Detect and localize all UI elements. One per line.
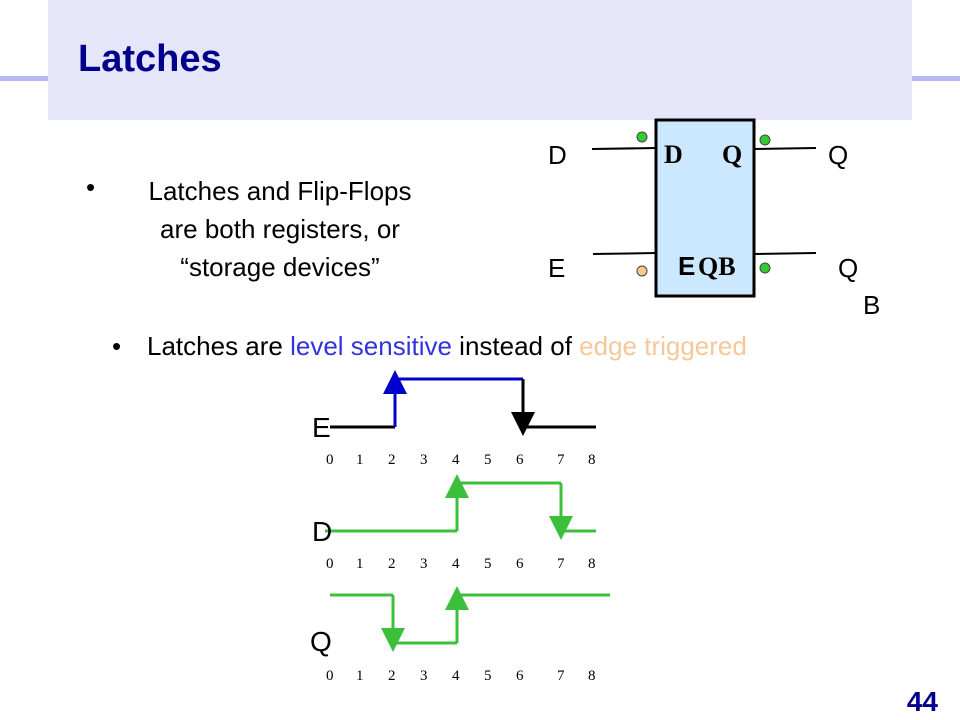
bullet-2-text: Latches are: [147, 331, 291, 361]
wave-d: [325, 474, 596, 540]
signal-label-q: Q: [310, 626, 332, 657]
tick-label: 4: [452, 668, 460, 684]
output-label-q: Q: [828, 140, 849, 170]
pin-qb: QB: [698, 252, 736, 281]
qb-wire: [753, 252, 817, 255]
e-wire: [592, 252, 657, 255]
wave-q: [330, 586, 610, 652]
tick-label: 6: [516, 452, 524, 468]
bullet-2: Latches are level sensitive instead of e…: [147, 331, 747, 362]
tick-label: 7: [557, 452, 565, 468]
tick-label: 2: [388, 452, 396, 468]
tick-label: 3: [420, 556, 428, 572]
tick-label: 4: [452, 556, 460, 572]
title-rule-left: [0, 76, 48, 81]
tick-label: 5: [484, 668, 492, 684]
level-sensitive-text: level sensitive: [290, 331, 452, 361]
q-wire: [753, 147, 817, 150]
tick-label: 7: [557, 556, 565, 572]
tick-label: 1: [356, 452, 364, 468]
bullet-marker: •: [112, 331, 122, 361]
pin-d: D: [664, 140, 683, 169]
bullet-marker: •: [86, 172, 96, 202]
signal-label-e: E: [312, 412, 331, 443]
tick-label: 4: [452, 452, 460, 468]
e-indicator: [636, 265, 648, 277]
slide-title: Latches: [78, 38, 222, 80]
tick-label: 7: [557, 668, 565, 684]
tick-label: 6: [516, 556, 524, 572]
pin-q: Q: [722, 140, 743, 169]
output-label-qb-b: B: [863, 290, 881, 320]
q-indicator: [759, 134, 771, 146]
bullet-1: Latches and Flip-Flops are both register…: [100, 172, 460, 286]
title-rule-right: [912, 76, 960, 81]
bullet-1-line: are both registers, or: [160, 214, 400, 244]
signal-label-d: D: [312, 516, 333, 547]
tick-label: 3: [420, 452, 428, 468]
input-label-d: D: [548, 140, 567, 170]
tick-label: 3: [420, 668, 428, 684]
tick-label: 8: [588, 668, 596, 684]
tick-label: 0: [326, 556, 334, 572]
tick-label: 5: [484, 556, 492, 572]
d-indicator: [636, 131, 648, 143]
output-label-qb: Q: [838, 253, 859, 283]
latch-box: [654, 118, 756, 298]
tick-label: 1: [356, 668, 364, 684]
qb-indicator: [759, 262, 771, 274]
input-label-e: E: [548, 253, 566, 283]
tick-label: 2: [388, 668, 396, 684]
tick-label: 0: [326, 668, 334, 684]
bullet-1-line: “storage devices”: [180, 252, 380, 282]
tick-label: 6: [516, 668, 524, 684]
page-number: 44: [906, 686, 938, 717]
bullet-2-text: instead of: [451, 331, 580, 361]
tick-label: 8: [588, 452, 596, 468]
tick-label: 0: [326, 452, 334, 468]
edge-triggered-text: edge triggered: [579, 331, 747, 361]
wave-e: [330, 370, 596, 436]
pin-e: E: [678, 251, 696, 281]
tick-label: 5: [484, 452, 492, 468]
title-band: [48, 0, 912, 120]
tick-label: 2: [388, 556, 396, 572]
tick-label: 1: [356, 556, 364, 572]
bullet-1-line: Latches and Flip-Flops: [148, 176, 412, 206]
d-wire: [591, 147, 657, 150]
tick-label: 8: [588, 556, 596, 572]
